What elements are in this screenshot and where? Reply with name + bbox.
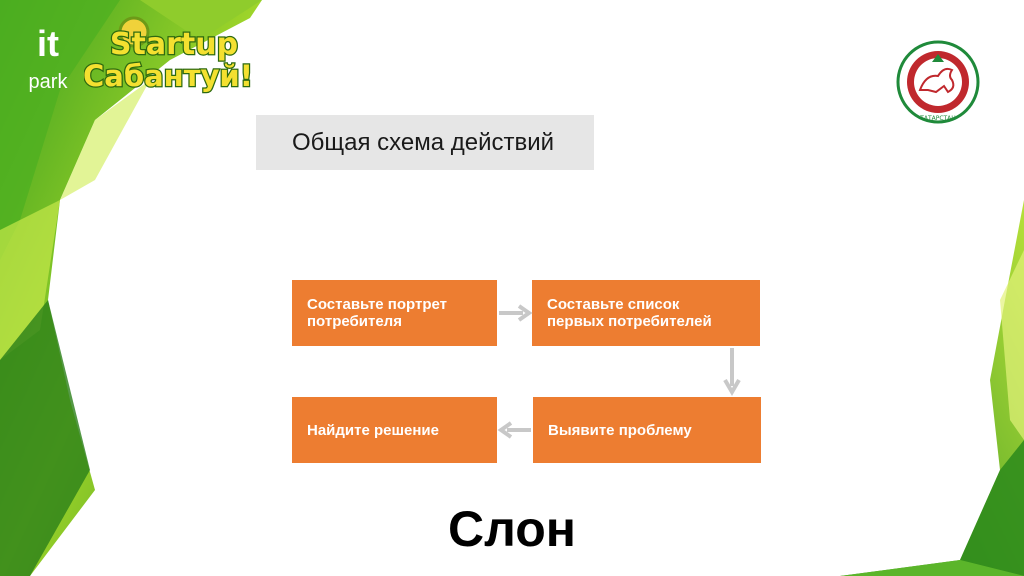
arrow-down	[723, 348, 741, 396]
tatarstan-emblem: ТАТАРСТАН	[896, 40, 980, 124]
step-label-line1: Составьте список	[547, 296, 680, 313]
startup-logo-line2: Сабантуй!	[84, 59, 252, 93]
step-label: Составьте список первых потребителей	[547, 296, 712, 330]
arrow-left	[497, 421, 531, 439]
slide-title: Общая схема действий	[256, 115, 594, 170]
step-identify-problem: Выявите проблему	[533, 397, 761, 463]
arrow-right	[499, 304, 533, 322]
step-label: Найдите решение	[307, 421, 439, 439]
step-label-line1: Составьте портрет	[307, 296, 447, 313]
step-consumer-portrait: Составьте портрет потребителя	[292, 280, 497, 346]
footer-word: Слон	[448, 501, 576, 557]
startup-logo-line1: Startup	[110, 27, 238, 62]
step-first-consumers-list: Составьте список первых потребителей	[532, 280, 760, 346]
step-label: Выявите проблему	[548, 421, 692, 439]
it-logo-bottom: park	[29, 71, 69, 93]
step-find-solution: Найдите решение	[292, 397, 497, 463]
it-park-logo: it park	[29, 23, 69, 93]
it-logo-top: it	[37, 23, 59, 64]
step-label-line2: первых потребителей	[547, 313, 712, 330]
step-label-line2: потребителя	[307, 313, 402, 330]
startup-sabantuy-logo: Startup Сабантуй!	[84, 16, 252, 94]
emblem-text: ТАТАРСТАН	[919, 115, 956, 122]
step-label: Составьте портрет потребителя	[307, 296, 447, 330]
